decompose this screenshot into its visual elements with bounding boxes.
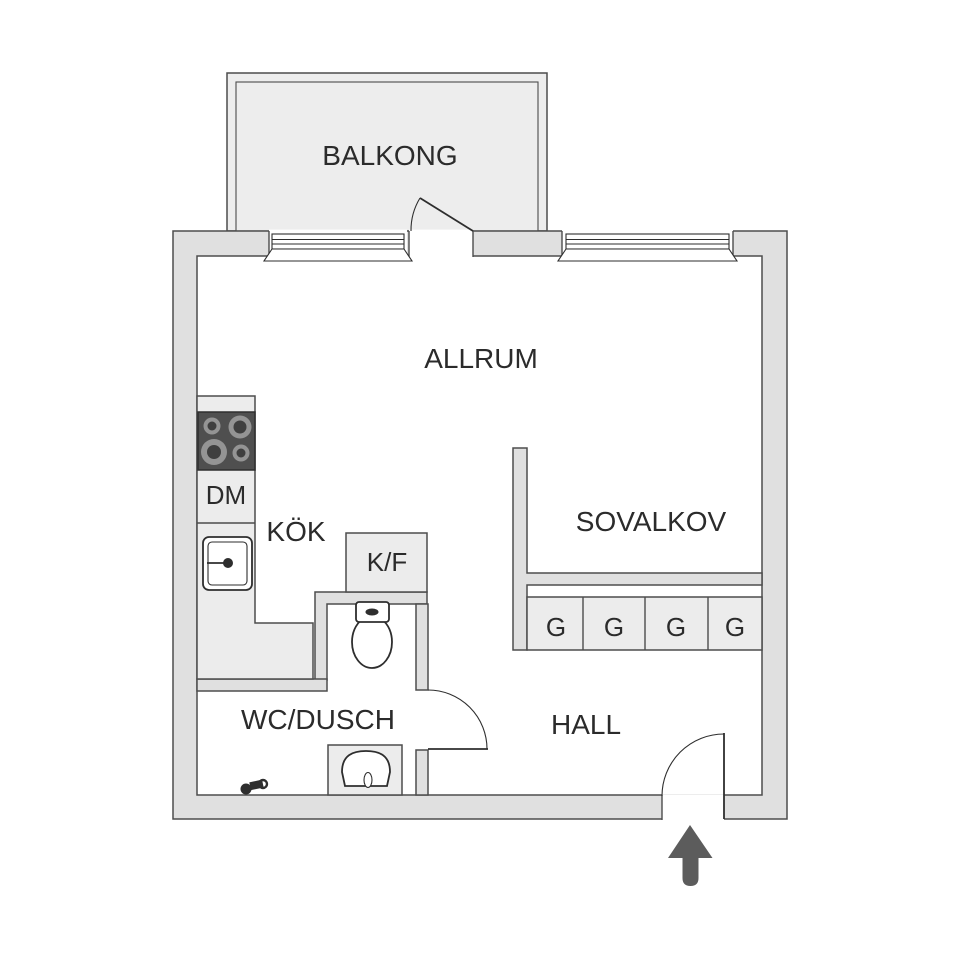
wc-right-wall-lower	[415, 749, 429, 796]
window-sill-right	[556, 248, 739, 262]
toilet-icon	[351, 601, 393, 669]
door-swing-icon	[661, 733, 725, 819]
balcony-inner-wall	[235, 81, 539, 232]
window-sill-left	[262, 248, 414, 262]
window-icon	[262, 233, 414, 262]
wardrobe-label: G	[725, 612, 745, 642]
fridge-freezer-box	[345, 532, 428, 593]
sleeping-alcove-wall	[512, 447, 763, 651]
fixture-label-fridgefreezer: K/F	[367, 547, 407, 577]
wc-left-top-wall	[196, 678, 328, 692]
wardrobe-label: G	[604, 612, 624, 642]
opening-jambs	[268, 231, 734, 820]
entrance-door-arc	[661, 733, 725, 797]
sink-icon	[202, 536, 253, 591]
room-label-alcove: SOVALKOV	[576, 506, 727, 537]
room-label-hall: HALL	[551, 709, 621, 740]
balcony-door-leaf	[419, 197, 474, 232]
balcony	[226, 72, 548, 232]
entrance-arrow-icon	[668, 825, 713, 886]
room-label-livingroom: ALLRUM	[424, 343, 538, 374]
door-swing-icon	[427, 689, 488, 750]
room-label-balcony: BALKONG	[322, 140, 457, 171]
room-label-kitchen: KÖK	[266, 516, 325, 547]
stove-icon	[197, 411, 256, 471]
wardrobe-dividers	[582, 597, 709, 650]
shower-mixer-icon	[240, 778, 269, 795]
balcony-door-arc	[410, 197, 421, 232]
window-glass-left	[272, 238, 404, 245]
window-frame-left	[271, 233, 405, 250]
window-glass-right	[566, 238, 729, 245]
room-label-bathroom: WC/DUSCH	[241, 704, 395, 735]
balcony-door-opening	[409, 229, 473, 259]
door-swing-icon	[410, 197, 474, 232]
wc-right-wall-upper	[415, 603, 429, 691]
window-frame-right	[565, 233, 730, 250]
wc-door-arc	[427, 689, 488, 750]
fixture-label-dishwasher: DM	[206, 480, 246, 510]
kitchen-fixtures	[196, 395, 428, 680]
wardrobe-label: G	[546, 612, 566, 642]
wardrobe-row	[526, 596, 763, 651]
entrance-door-opening	[662, 794, 724, 821]
washbasin-icon	[327, 744, 403, 796]
window-icon	[556, 233, 739, 262]
wardrobe-label: G	[666, 612, 686, 642]
